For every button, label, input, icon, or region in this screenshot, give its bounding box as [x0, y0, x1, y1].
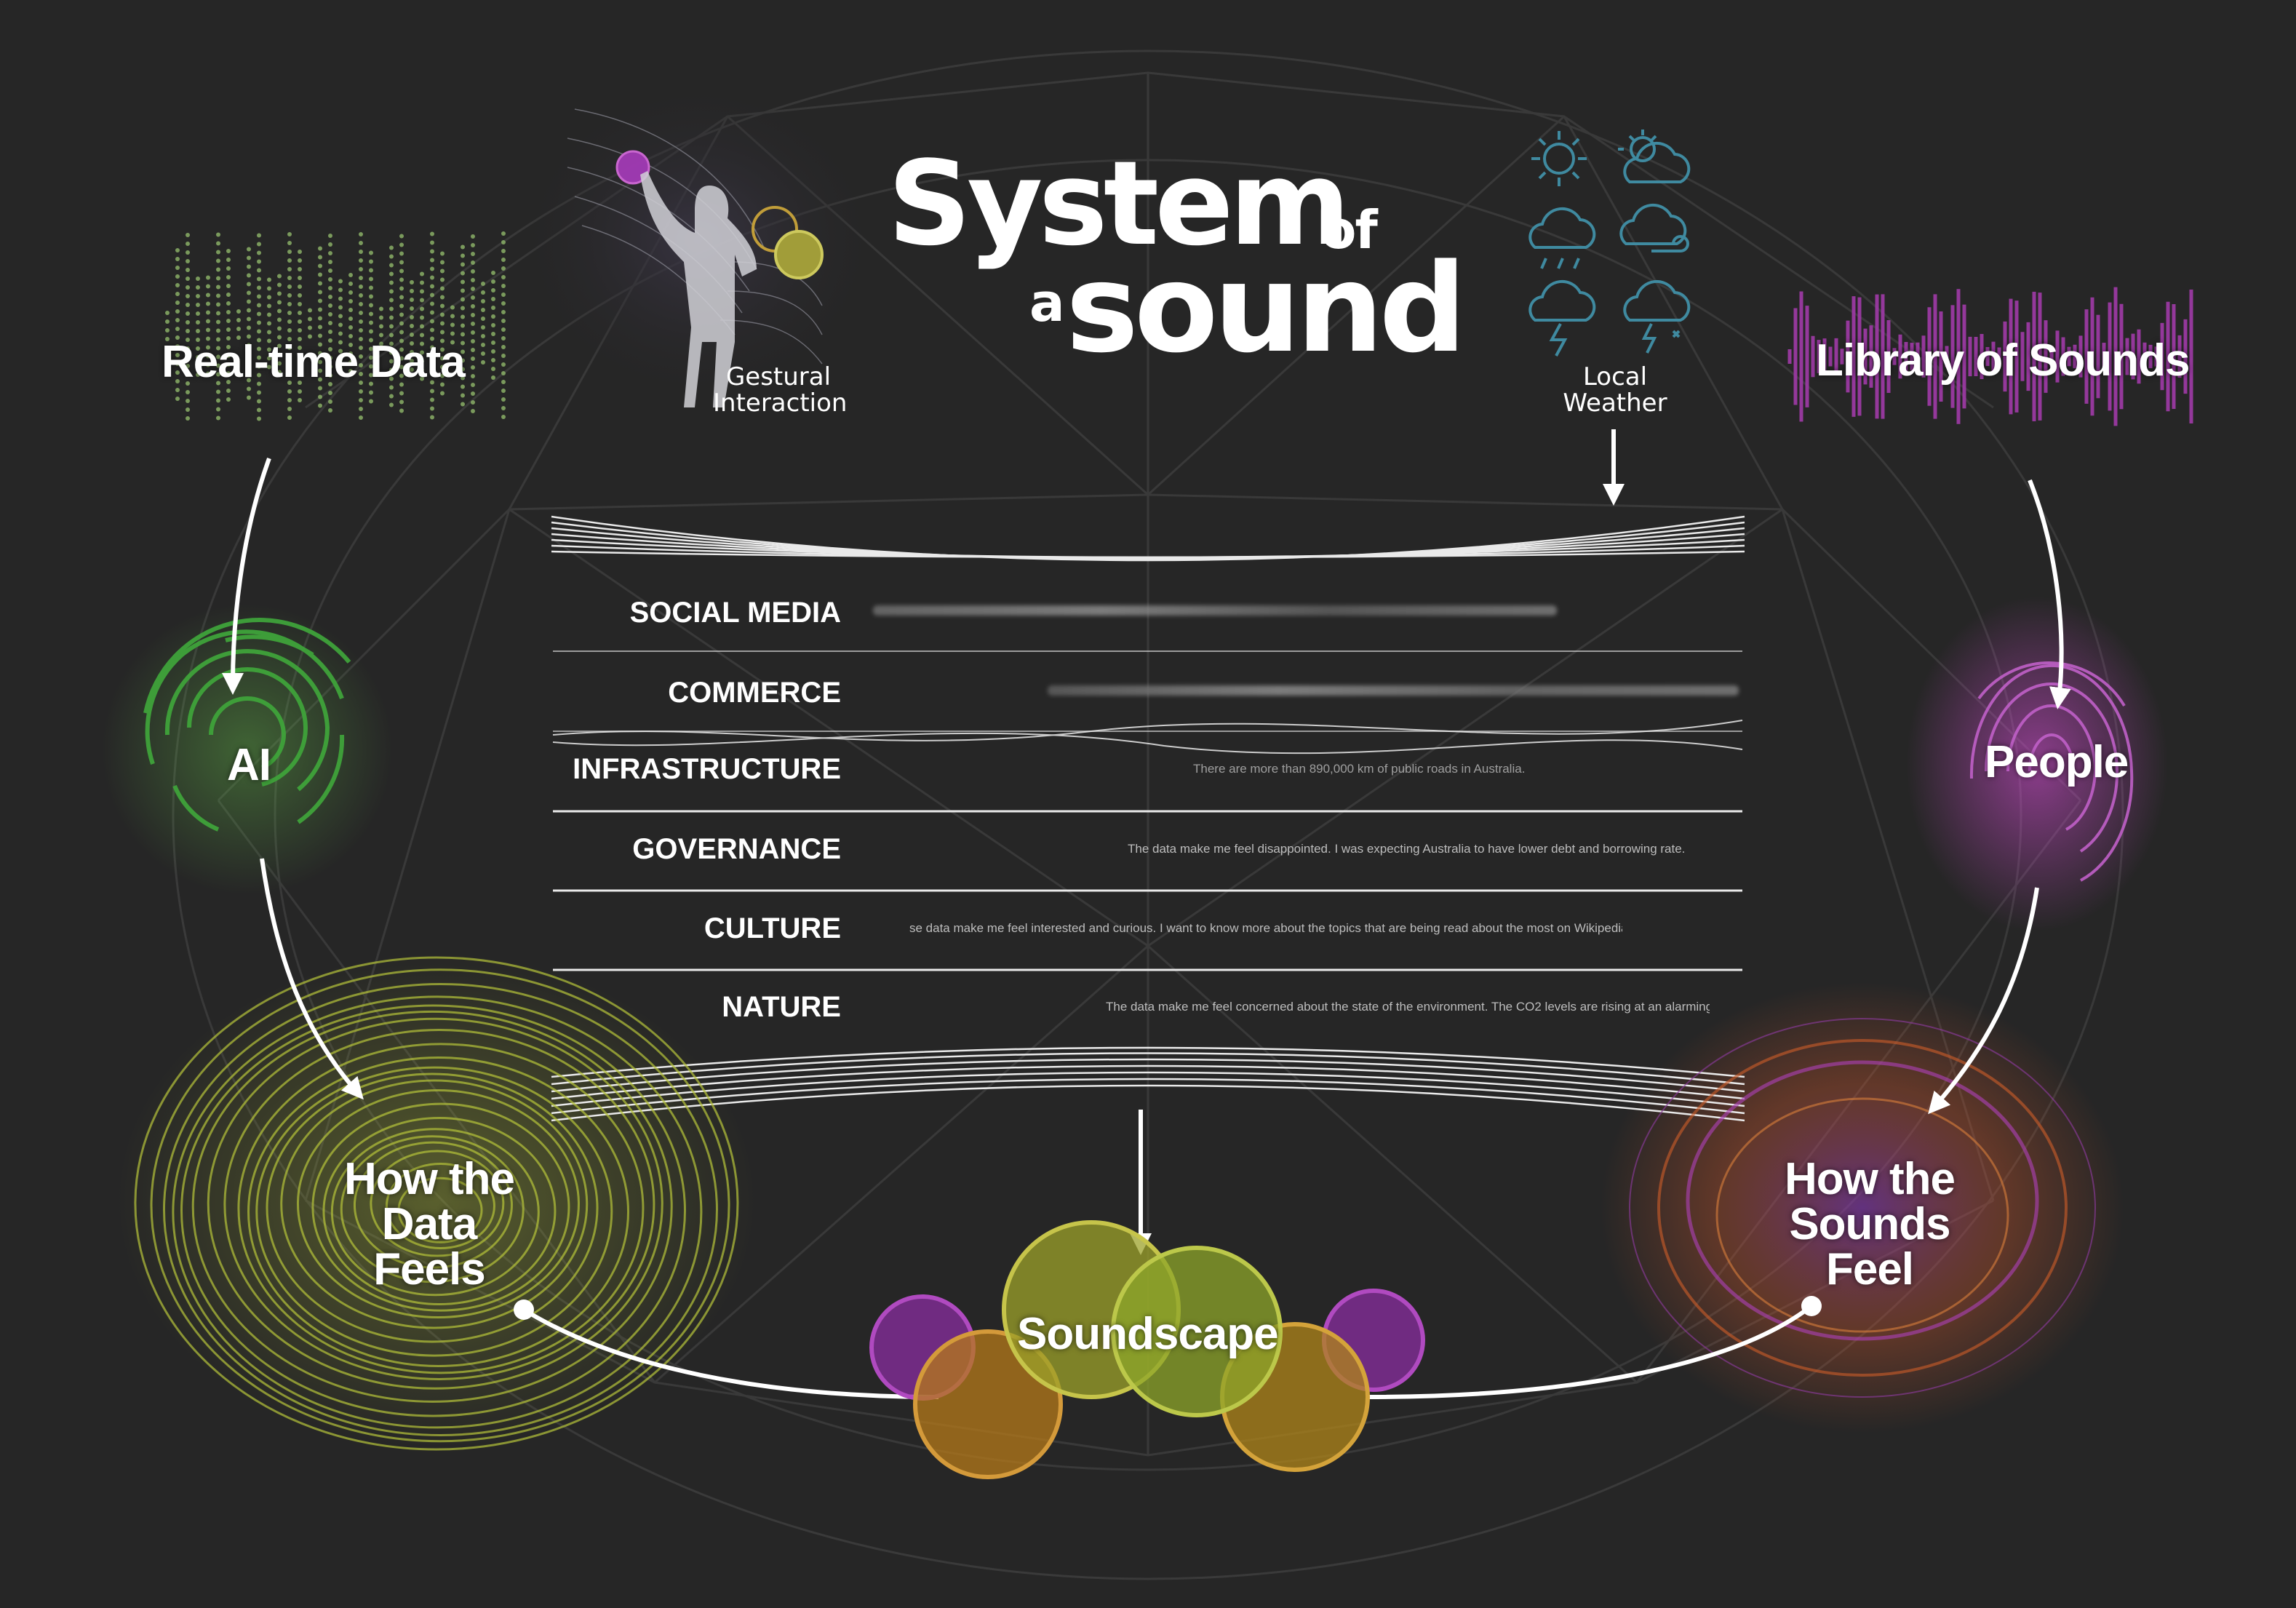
top-data-lines	[551, 515, 1745, 562]
sounds-feel-label: How the Sounds Feel	[1784, 1154, 1956, 1294]
category-commerce-text	[1048, 685, 1739, 696]
data-feels-contours	[134, 956, 739, 1451]
category-infrastructure-text: There are more than 890,000 km of public…	[1193, 762, 1526, 776]
soundscape-label: Soundscape	[1017, 1309, 1279, 1359]
library-of-sounds-label: Library of Sounds	[1816, 335, 2190, 386]
category-nature: NATURE	[722, 991, 841, 1023]
ai-label: AI	[227, 740, 271, 790]
people-label: People	[1985, 737, 2129, 787]
title-sound: sound	[1066, 237, 1467, 380]
category-governance: GOVERNANCE	[632, 833, 841, 865]
realtime-data-label: Real-time Data	[162, 337, 466, 387]
title-a: a	[1029, 272, 1065, 333]
snow-storm-icon	[1623, 279, 1691, 354]
category-culture-text: se data make me feel interested and curi…	[909, 921, 1622, 935]
sound-waveform	[1787, 287, 2193, 426]
sounds-feel-rings	[1629, 1018, 2096, 1398]
title-of: of	[1320, 199, 1378, 260]
fingerprint-icon	[143, 618, 351, 832]
wind-icon	[1619, 203, 1689, 252]
sun-cloud-icon	[1618, 130, 1691, 183]
fingerprint-icon	[1969, 661, 2134, 882]
commerce-wave	[552, 720, 1743, 755]
realtime-data-dots	[165, 231, 506, 421]
weather-icons	[1528, 130, 1691, 357]
category-nature-text: The data make me feel concerned about th…	[1106, 1000, 1710, 1014]
local-weather-label: Local Weather	[1563, 362, 1667, 418]
category-infrastructure: INFRASTRUCTURE	[573, 753, 841, 785]
bottom-data-lines	[551, 1046, 1745, 1122]
category-culture: CULTURE	[703, 912, 841, 944]
data-feels-label: How the Data Feels	[343, 1154, 515, 1294]
sun-icon	[1531, 131, 1587, 186]
gestural-interaction-label: Gestural Interaction	[713, 362, 848, 418]
flow-arrows	[222, 429, 2071, 1399]
category-governance-text: The data make me feel disappointed. I wa…	[1128, 842, 1686, 856]
gestural-figure	[567, 108, 824, 407]
storm-icon	[1528, 279, 1596, 357]
category-social-media: SOCIAL MEDIA	[629, 597, 841, 629]
rain-icon	[1528, 207, 1596, 269]
category-commerce: COMMERCE	[668, 677, 841, 709]
title-system: System	[888, 135, 1350, 271]
category-separators	[553, 650, 1742, 971]
soundscape-circles	[869, 1220, 1425, 1479]
category-social-media-text	[873, 605, 1557, 616]
